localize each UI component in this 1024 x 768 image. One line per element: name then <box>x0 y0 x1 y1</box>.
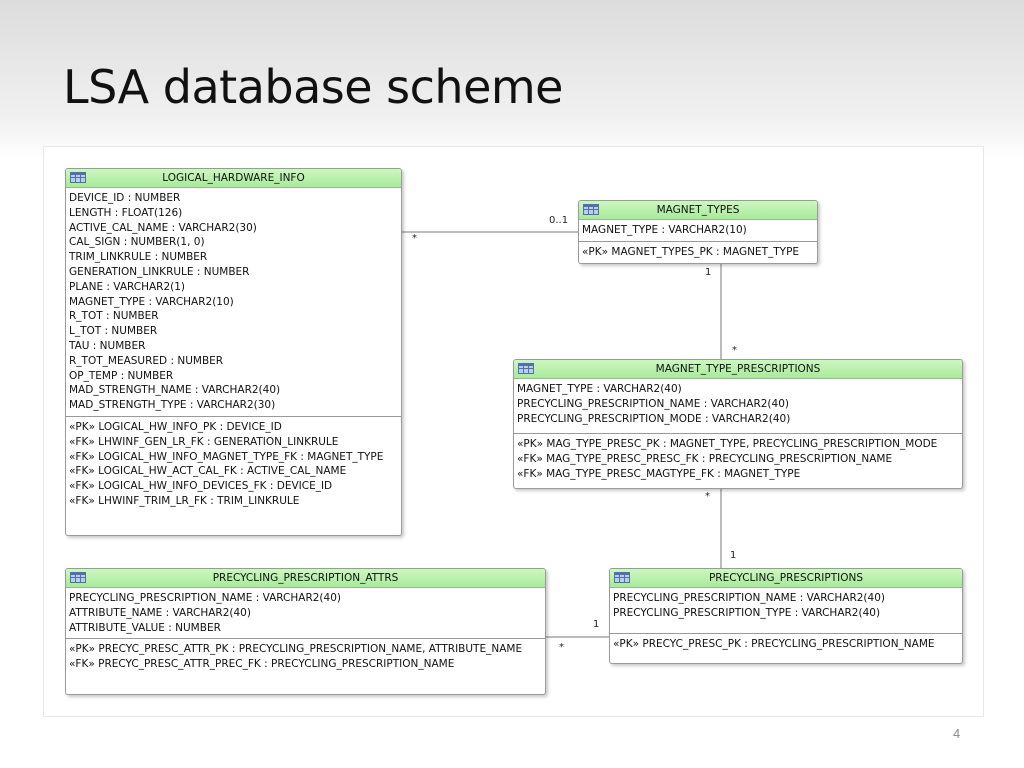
key-row: «FK» MAG_TYPE_PRESC_MAGTYPE_FK : MAGNET_… <box>517 467 801 480</box>
column-row: PRECYCLING_PRESCRIPTION_NAME : VARCHAR2(… <box>69 592 341 604</box>
table-icon <box>70 172 86 183</box>
key-row: «PK» MAGNET_TYPES_PK : MAGNET_TYPE <box>582 245 800 258</box>
column-row: PRECYCLING_PRESCRIPTION_NAME : VARCHAR2(… <box>517 397 789 410</box>
slide-title: LSA database scheme <box>63 60 563 114</box>
key-row: «PK» MAG_TYPE_PRESC_PK : MAGNET_TYPE, PR… <box>517 438 938 451</box>
column-row: MAGNET_TYPE : VARCHAR2(10) <box>582 224 747 236</box>
column-row: L_TOT : NUMBER <box>69 325 158 338</box>
entity-title: MAGNET_TYPE_PRESCRIPTIONS <box>655 363 821 375</box>
entity-magnet-type-prescriptions[interactable]: MAGNET_TYPE_PRESCRIPTIONS MAGNET_TYPE : … <box>513 359 963 489</box>
mult-mtp-many-bottom: * <box>705 491 710 502</box>
key-list: «PK» MAG_TYPE_PRESC_PK : MAGNET_TYPE, PR… <box>514 433 962 484</box>
key-list: «PK» PRECYC_PRESC_PK : PRECYCLING_PRESCR… <box>610 632 962 655</box>
entity-precycling-prescriptions[interactable]: PRECYCLING_PRESCRIPTIONS PRECYCLING_PRES… <box>609 568 963 664</box>
column-row: PLANE : VARCHAR2(1) <box>69 280 186 293</box>
relationship-lines <box>401 231 722 638</box>
page-number: 4 <box>953 726 961 741</box>
column-list: DEVICE_ID : NUMBER LENGTH : FLOAT(126) A… <box>66 188 401 416</box>
entity-header: LOGICAL_HARDWARE_INFO <box>66 169 401 188</box>
column-row: CAL_SIGN : NUMBER(1, 0) <box>69 236 205 249</box>
column-row: TAU : NUMBER <box>69 339 146 352</box>
mult-magnet-types-one: 1 <box>705 267 712 278</box>
key-row: «PK» LOGICAL_HW_INFO_PK : DEVICE_ID <box>69 420 282 433</box>
column-row: MAGNET_TYPE : VARCHAR2(40) <box>517 383 682 395</box>
column-row: ATTRIBUTE_NAME : VARCHAR2(40) <box>69 606 251 619</box>
mult-attrs-many: * <box>559 642 564 653</box>
entity-title: MAGNET_TYPES <box>656 204 740 216</box>
entity-header: MAGNET_TYPE_PRESCRIPTIONS <box>514 360 962 379</box>
entity-header: PRECYCLING_PRESCRIPTIONS <box>610 569 962 588</box>
key-list: «PK» MAGNET_TYPES_PK : MAGNET_TYPE <box>579 240 817 263</box>
mult-lhi-many: * <box>412 233 417 244</box>
key-row: «PK» PRECYC_PRESC_PK : PRECYCLING_PRESCR… <box>613 637 935 650</box>
key-row: «FK» LOGICAL_HW_ACT_CAL_FK : ACTIVE_CAL_… <box>69 465 347 478</box>
key-row: «FK» LHWINF_GEN_LR_FK : GENERATION_LINKR… <box>69 435 339 448</box>
table-icon <box>583 204 599 215</box>
key-row: «FK» LOGICAL_HW_INFO_MAGNET_TYPE_FK : MA… <box>69 450 384 463</box>
column-list: PRECYCLING_PRESCRIPTION_NAME : VARCHAR2(… <box>66 588 545 638</box>
mult-prescriptions-attrs-one: 1 <box>593 619 600 630</box>
entity-logical-hardware-info[interactable]: LOGICAL_HARDWARE_INFO DEVICE_ID : NUMBER… <box>65 168 402 536</box>
column-row: MAD_STRENGTH_TYPE : VARCHAR2(30) <box>69 399 276 412</box>
column-row: PRECYCLING_PRESCRIPTION_MODE : VARCHAR2(… <box>517 412 791 425</box>
key-row: «PK» PRECYC_PRESC_ATTR_PK : PRECYCLING_P… <box>69 643 523 656</box>
column-row: TRIM_LINKRULE : NUMBER <box>69 251 208 264</box>
key-row: «FK» PRECYC_PRESC_ATTR_PREC_FK : PRECYCL… <box>69 658 455 671</box>
column-list: MAGNET_TYPE : VARCHAR2(10) <box>579 220 817 241</box>
column-row: PRECYCLING_PRESCRIPTION_TYPE : VARCHAR2(… <box>613 606 881 619</box>
column-row: GENERATION_LINKRULE : NUMBER <box>69 265 250 278</box>
key-row: «FK» LOGICAL_HW_INFO_DEVICES_FK : DEVICE… <box>69 480 333 493</box>
column-row: LENGTH : FLOAT(126) <box>69 206 183 219</box>
entity-title: PRECYCLING_PRESCRIPTION_ATTRS <box>212 572 399 584</box>
column-row: R_TOT_MEASURED : NUMBER <box>69 354 224 367</box>
column-row: PRECYCLING_PRESCRIPTION_NAME : VARCHAR2(… <box>613 592 885 604</box>
key-row: «FK» MAG_TYPE_PRESC_PRESC_FK : PRECYCLIN… <box>517 453 893 466</box>
column-list: PRECYCLING_PRESCRIPTION_NAME : VARCHAR2(… <box>610 588 962 633</box>
table-icon <box>614 572 630 583</box>
table-icon <box>518 363 534 374</box>
column-row: MAGNET_TYPE : VARCHAR2(10) <box>69 295 234 308</box>
entity-title: PRECYCLING_PRESCRIPTIONS <box>708 572 864 584</box>
column-row: OP_TEMP : NUMBER <box>69 369 174 382</box>
entity-header: PRECYCLING_PRESCRIPTION_ATTRS <box>66 569 545 588</box>
diagram-canvas: * 0..1 1 * * 1 * 1 LOGICAL_HARDWARE_INFO… <box>43 146 984 717</box>
key-list: «PK» LOGICAL_HW_INFO_PK : DEVICE_ID «FK»… <box>66 415 401 512</box>
mult-prescriptions-one: 1 <box>730 550 737 561</box>
entity-header: MAGNET_TYPES <box>579 201 817 220</box>
entity-title: LOGICAL_HARDWARE_INFO <box>162 172 305 184</box>
entity-precycling-prescription-attrs[interactable]: PRECYCLING_PRESCRIPTION_ATTRS PRECYCLING… <box>65 568 546 695</box>
column-row: MAD_STRENGTH_NAME : VARCHAR2(40) <box>69 384 281 397</box>
column-row: ACTIVE_CAL_NAME : VARCHAR2(30) <box>69 221 257 234</box>
entity-magnet-types[interactable]: MAGNET_TYPES MAGNET_TYPE : VARCHAR2(10) … <box>578 200 818 264</box>
column-row: ATTRIBUTE_VALUE : NUMBER <box>69 621 221 634</box>
key-list: «PK» PRECYC_PRESC_ATTR_PK : PRECYCLING_P… <box>66 638 545 675</box>
table-icon <box>70 572 86 583</box>
column-list: MAGNET_TYPE : VARCHAR2(40) PRECYCLING_PR… <box>514 379 962 429</box>
column-row: DEVICE_ID : NUMBER <box>69 192 181 204</box>
mult-mtp-many-top: * <box>732 345 737 356</box>
column-row: R_TOT : NUMBER <box>69 310 159 323</box>
key-row: «FK» LHWINF_TRIM_LR_FK : TRIM_LINKRULE <box>69 494 300 507</box>
mult-magnet-types-zero-one: 0..1 <box>549 215 569 226</box>
